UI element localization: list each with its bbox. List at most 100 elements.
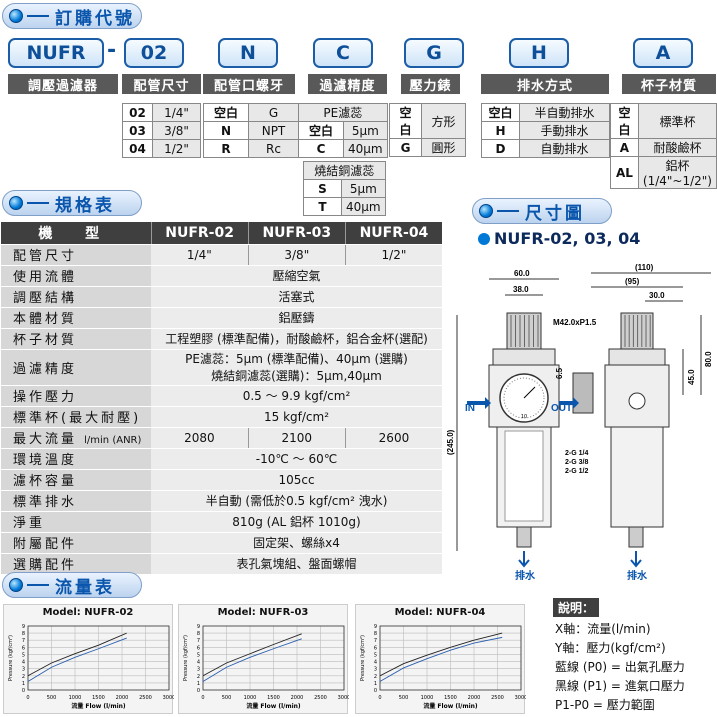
filter-sintered-table-title: 燒結銅濾蕊 [303, 161, 386, 180]
code-0: NUFR [8, 38, 104, 68]
spec-label: 調壓結構 [1, 286, 151, 308]
bullet-icon [9, 196, 23, 210]
spec-value: -10℃ ～ 60℃ [151, 448, 442, 470]
filter-pe-table-val: 5μm [343, 121, 388, 140]
code-1: 02 [124, 38, 184, 68]
code-header-2: 配管口螺牙 [203, 74, 295, 94]
gauge-table-val: 圓形 [421, 138, 466, 157]
pipe-size-table-key: 04 [122, 139, 153, 158]
drain-valve-side [628, 526, 644, 548]
code-4: G [404, 38, 464, 68]
y-tick-label: 0 [22, 688, 25, 694]
spec-value: 鋁壓鑄 [151, 307, 442, 329]
bonnet [492, 348, 556, 366]
filter-pe-table-val: 40μm [343, 139, 388, 158]
y-tick-label: 2 [197, 674, 200, 680]
y-tick-label: 9 [374, 624, 377, 630]
pipe-size-table-val: 3/8" [152, 121, 201, 140]
spec-label: 配管尺寸 [1, 244, 151, 266]
thread-table-key: R [203, 139, 249, 158]
x-tick-label: 500 [47, 695, 57, 701]
spec-label: 操作壓力 [1, 385, 151, 407]
p1-series-line [379, 632, 503, 677]
y-tick-label: 6 [197, 645, 200, 651]
x-tick-label: 2000 [116, 695, 129, 701]
port-side [628, 392, 646, 410]
plot-frame [202, 625, 345, 691]
in-label: IN [465, 403, 475, 414]
y-tick-label: 2 [374, 674, 377, 680]
cup-table-val: 鋁杯(1/4"~1/2") [637, 156, 717, 189]
spec-label: 環境溫度 [1, 448, 151, 470]
filter-sintered-table-val: 40μm [341, 197, 386, 216]
y-tick-label: 9 [22, 624, 25, 630]
p0-series-line [379, 636, 503, 682]
thread-table-val: Rc [248, 139, 299, 158]
dim-80: 80.0 [704, 351, 713, 367]
y-tick-label: 7 [374, 638, 377, 644]
drain-table-key: D [481, 139, 520, 158]
y-tick-label: 8 [374, 631, 377, 637]
spec-value: PE濾蕊：5μm (標準配備)、40μm (選購)燒結銅濾蕊(選購)：5μm,4… [151, 349, 442, 386]
x-axis-label: 流量 Flow (l/min) [246, 702, 301, 710]
y-tick-label: 3 [374, 667, 377, 673]
spec-label: 附屬配件 [1, 532, 151, 554]
bullet-icon [478, 232, 490, 245]
out-arrow-icon [559, 397, 579, 409]
spec-header-2: NUFR-03 [247, 222, 346, 245]
x-tick-label: 0 [26, 695, 29, 701]
x-tick-label: 2500 [314, 695, 327, 701]
spec-label: 杯子材質 [1, 328, 151, 350]
dim-30: 30.0 [649, 291, 665, 300]
spec-value: 半自動 (需低於0.5 kgf/cm² 洩水) [151, 490, 442, 512]
spec-value: 2100 [247, 427, 346, 449]
drain-label-side: 排水 [627, 569, 648, 582]
drain-table-val: 手動排水 [519, 121, 610, 140]
thread-table-key: 空白 [203, 103, 249, 122]
spec-value: 表孔氣塊組、盤面螺帽 [151, 553, 442, 575]
code-header-0: 調壓過濾器 [8, 74, 118, 94]
out-label: OUT [551, 403, 572, 414]
spec-value: 0.5 ～ 9.9 kgf/cm² [151, 385, 442, 407]
spec-header-3: NUFR-04 [344, 222, 442, 245]
note-line-2: 藍線 (P0) = 出氣孔壓力 [555, 660, 685, 674]
x-tick-label: 1500 [92, 695, 105, 701]
gauge-table-key: G [389, 138, 422, 157]
drain-table-val: 自動排水 [519, 139, 610, 158]
x-tick-label: 500 [222, 695, 232, 701]
y-axis-label: Pressure (kgf/cm²) [360, 635, 366, 681]
cup-table-key: A [610, 138, 639, 157]
y-tick-label: 3 [197, 667, 200, 673]
spec-value: 105cc [151, 469, 442, 491]
spec-value: 壓縮空氣 [151, 265, 442, 287]
drain-table-key: H [481, 121, 520, 140]
dims-models: NUFR-02, 03, 04 [478, 229, 640, 248]
y-tick-label: 1 [374, 681, 377, 687]
spec-title: 規格表 [2, 190, 142, 216]
pipe-size-table-key: 02 [122, 103, 153, 122]
spec-value: 1/2" [344, 244, 442, 266]
y-tick-label: 5 [22, 652, 25, 658]
gauge-table-val: 方形 [421, 103, 466, 139]
drain-arrow-icon [630, 551, 642, 568]
bonnet-side [608, 348, 666, 366]
y-tick-label: 7 [22, 638, 25, 644]
y-axis-label: Pressure (kgf/cm²) [183, 635, 189, 681]
x-tick-label: 1000 [244, 695, 257, 701]
cup-table-key: 空白 [610, 103, 639, 139]
drain-label: 排水 [515, 569, 536, 582]
y-tick-label: 1 [22, 681, 25, 687]
cup-table-key: AL [610, 156, 639, 189]
spec-value: 3/8" [247, 244, 346, 266]
note-line-3: 黑線 (P1) = 進氣口壓力 [555, 679, 685, 693]
knob-side [620, 312, 654, 350]
code-header-5: 排水方式 [481, 74, 609, 94]
pipe-size-table-val: 1/4" [152, 103, 201, 122]
spec-value: 810g (AL 鋁杯 1010g) [151, 511, 442, 533]
x-tick-label: 2500 [139, 695, 152, 701]
